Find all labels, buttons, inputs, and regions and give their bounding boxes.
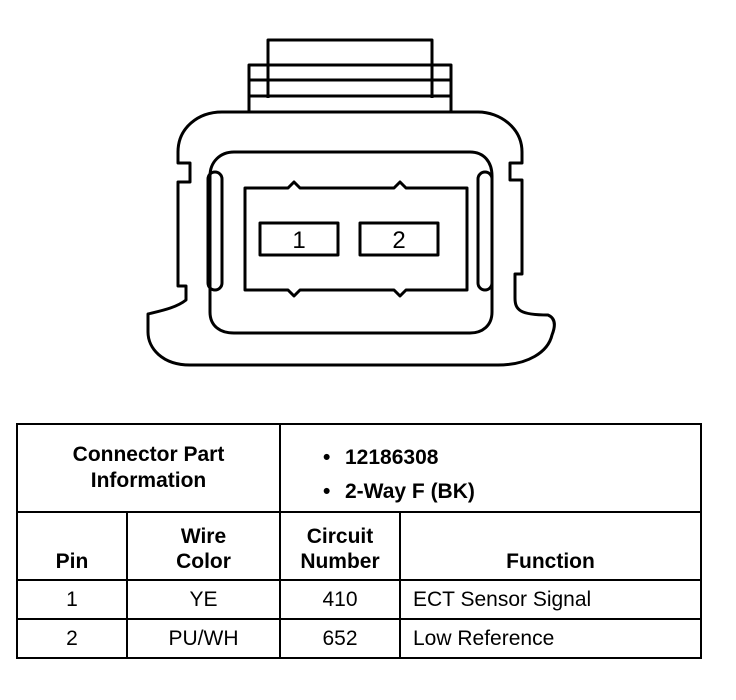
connector-type: 2-Way F (BK): [345, 480, 475, 503]
row1-pin: 1: [16, 579, 128, 620]
row1-function: ECT Sensor Signal: [398, 579, 703, 620]
col-header-wire-color-line1: Wire: [180, 525, 227, 548]
col-header-function-text: Function: [506, 550, 595, 573]
pin-cavity-2: [358, 221, 440, 257]
table-row: 1 YE 410 ECT Sensor Signal: [16, 579, 703, 620]
row2-circuit: 652: [279, 618, 401, 659]
part-number: 12186308: [345, 446, 439, 469]
connector-inner-wall: [208, 150, 494, 335]
pin-label-1: 1: [292, 227, 305, 254]
part-info-label-line1: Connector Part: [72, 443, 225, 466]
col-header-pin: Pin: [16, 511, 128, 581]
connector-face-diagram: 1 2: [146, 38, 556, 367]
row2-wire-color: PU/WH: [126, 618, 281, 659]
col-header-pin-text: Pin: [55, 550, 89, 573]
pin-cavity-1: [258, 221, 340, 257]
part-number-item: • 12186308: [323, 443, 700, 477]
col-header-circuit-line1: Circuit: [306, 525, 374, 548]
table-row: 2 PU/WH 652 Low Reference: [16, 618, 703, 659]
right-guide-rail: [476, 170, 494, 292]
part-info-values: • 12186308 • 2-Way F (BK): [278, 423, 703, 513]
part-info-label-line2: Information: [90, 469, 207, 492]
col-header-circuit-line2: Number: [300, 550, 380, 573]
left-guide-rail: [206, 170, 224, 292]
connector-type-item: • 2-Way F (BK): [323, 477, 700, 511]
col-header-wire-color: Wire Color: [126, 511, 281, 581]
part-info-header: Connector Part Information: [16, 423, 281, 513]
bullet-icon: •: [323, 446, 331, 469]
row1-circuit: 410: [279, 579, 401, 620]
connector-housing-outer: [146, 110, 556, 367]
col-header-circuit-number: Circuit Number: [279, 511, 401, 581]
terminal-insert: [243, 180, 469, 298]
latch-rib: [247, 63, 453, 114]
pin-label-2: 2: [392, 227, 405, 254]
connector-latch: [266, 38, 434, 98]
row1-wire-color: YE: [126, 579, 281, 620]
row2-pin: 2: [16, 618, 128, 659]
connector-info-table: Connector Part Information • 12186308 • 2-…: [16, 423, 703, 659]
row2-function: Low Reference: [398, 618, 703, 659]
bullet-icon: •: [323, 480, 331, 503]
col-header-wire-color-line2: Color: [176, 550, 231, 573]
col-header-function: Function: [398, 511, 703, 581]
